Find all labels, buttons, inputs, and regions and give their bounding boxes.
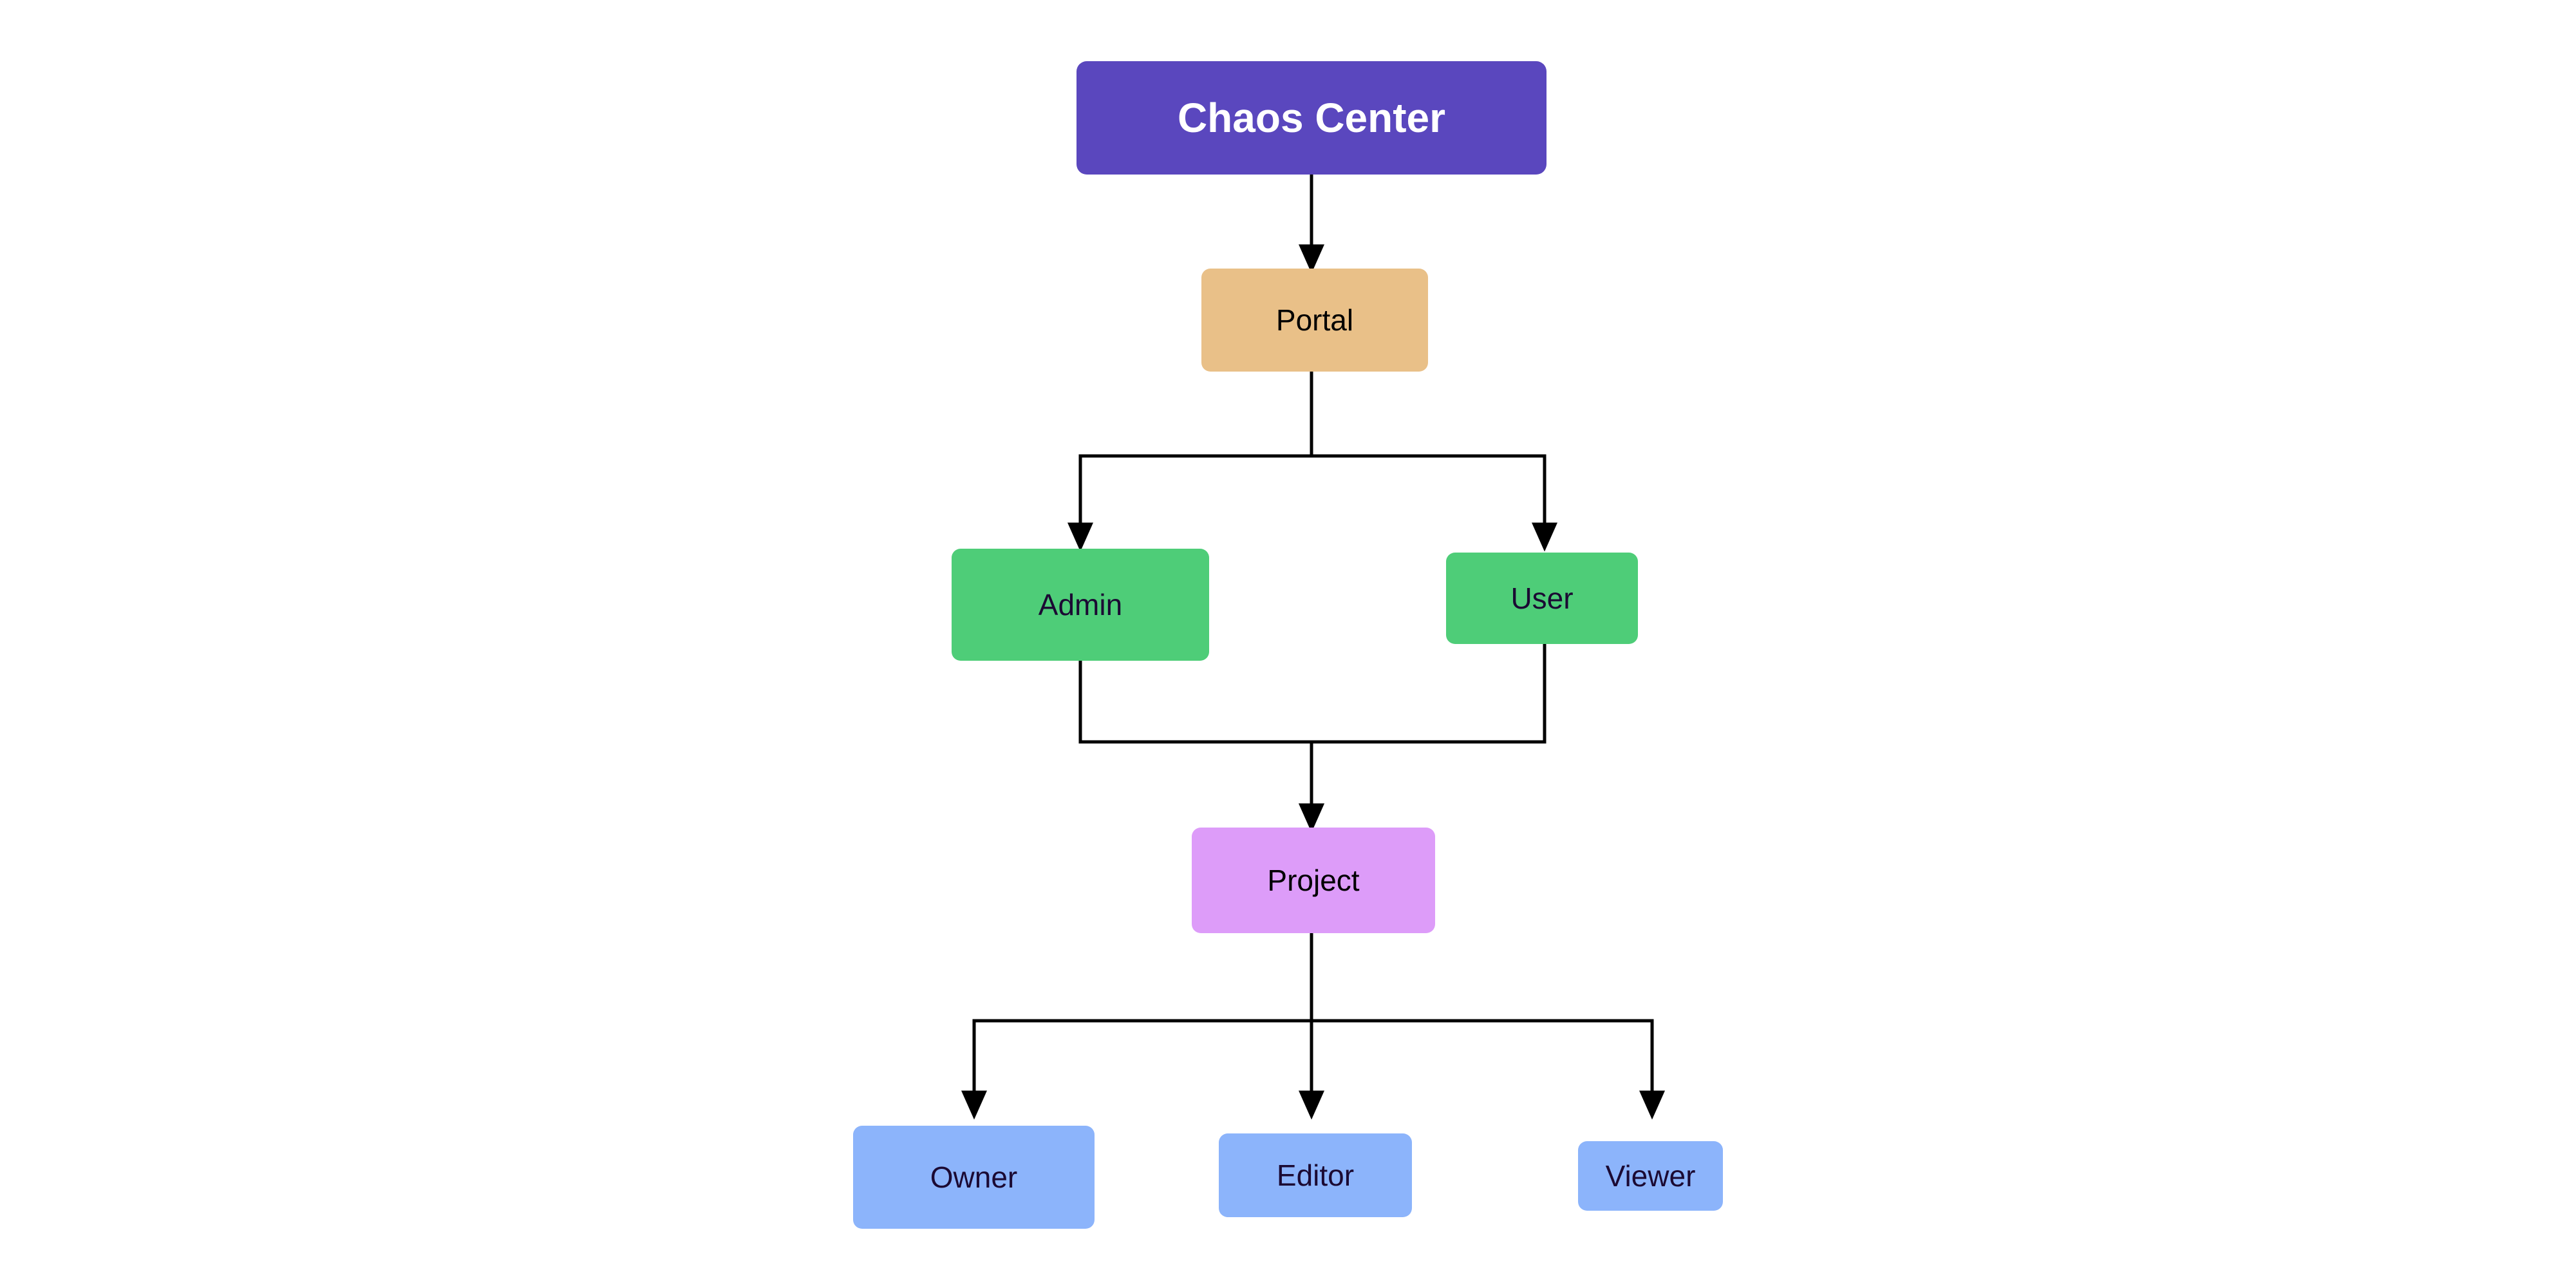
node-admin[interactable]: Admin [952,549,1209,661]
node-user[interactable]: User [1446,553,1638,644]
node-viewer-label: Viewer [1605,1159,1696,1193]
node-editor-label: Editor [1276,1158,1355,1192]
node-project-label: Project [1267,863,1360,897]
node-admin-label: Admin [1038,587,1123,621]
node-portal[interactable]: Portal [1201,269,1428,372]
node-chaos-center-label: Chaos Center [1177,94,1446,141]
edge-portal-to-admin [1067,372,1313,552]
node-user-label: User [1510,581,1574,615]
node-editor[interactable]: Editor [1219,1133,1412,1217]
node-chaos-center[interactable]: Chaos Center [1076,61,1547,175]
edge-project-to-owner [961,933,1313,1120]
edge-admin-to-project [1078,661,1324,833]
edge-project-to-viewer [1310,933,1665,1120]
node-owner-label: Owner [930,1160,1018,1194]
node-portal-label: Portal [1275,303,1354,337]
node-viewer[interactable]: Viewer [1578,1141,1723,1211]
edge-user-to-project [1299,644,1547,833]
node-project[interactable]: Project [1192,828,1435,933]
node-owner[interactable]: Owner [853,1126,1095,1229]
edge-portal-to-user [1310,372,1557,552]
